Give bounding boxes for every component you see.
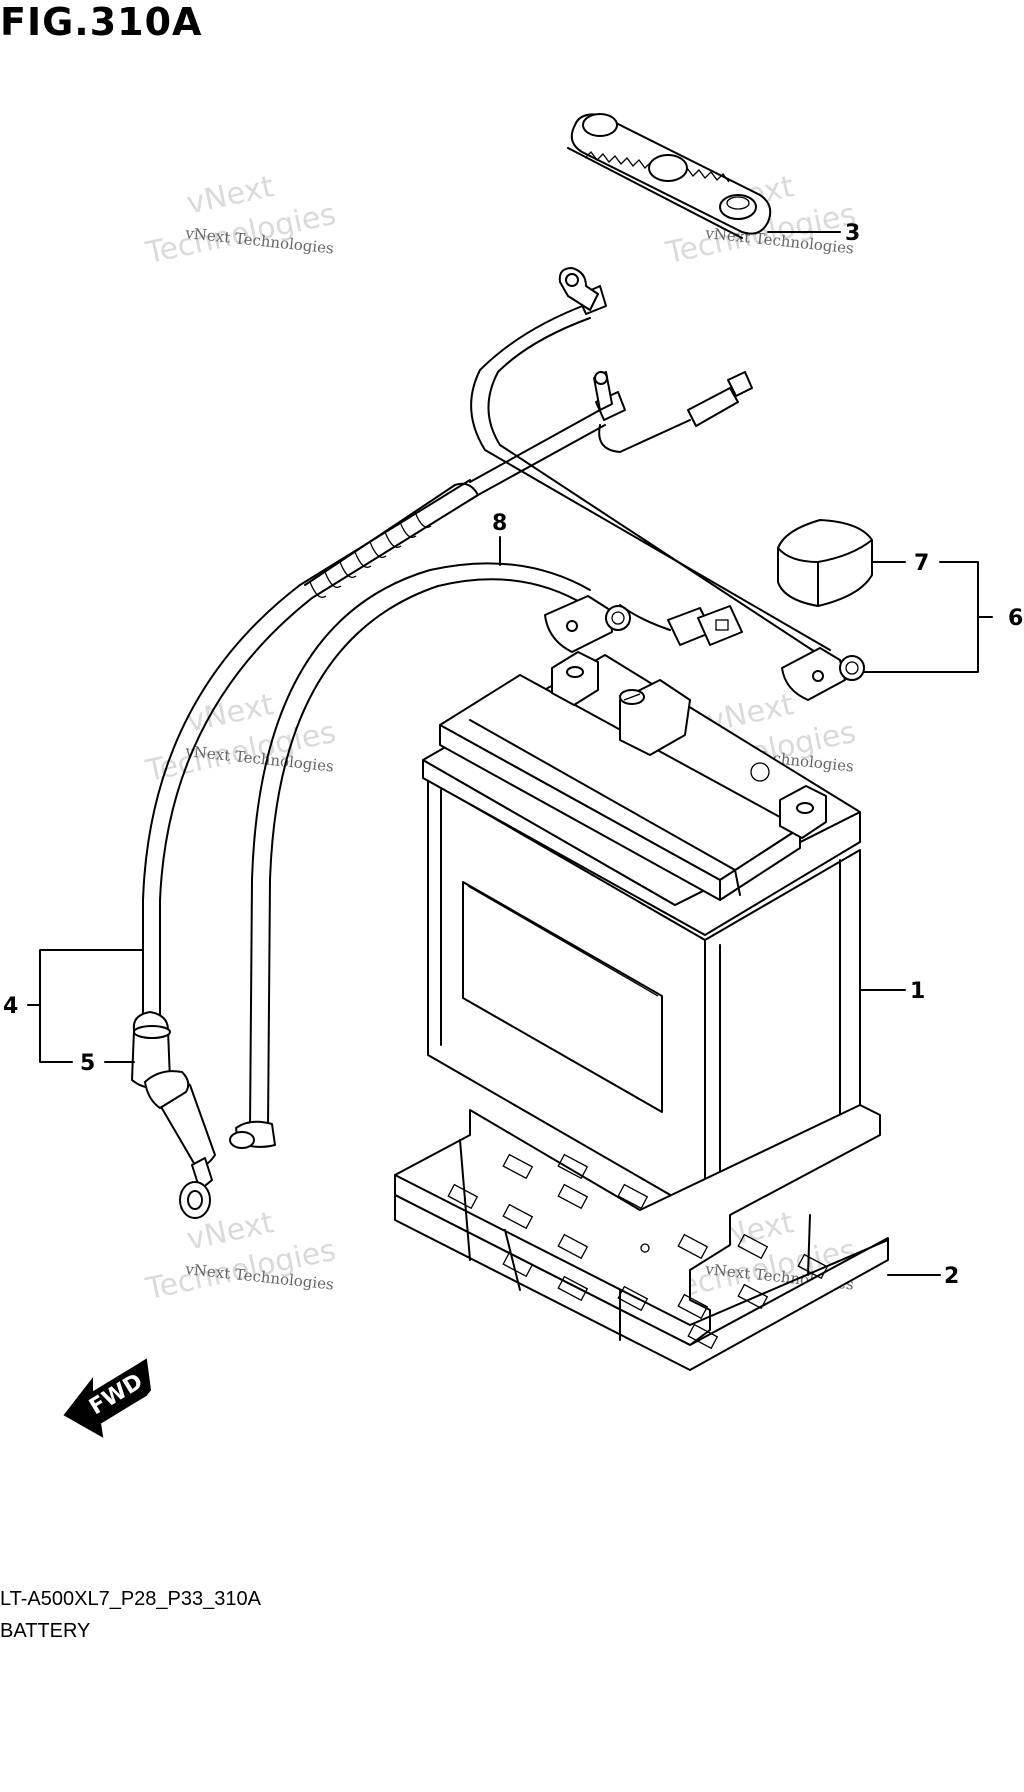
- callout-6: 6: [1008, 606, 1023, 631]
- battery-band-part: [567, 113, 772, 239]
- callout-3: 3: [845, 221, 860, 246]
- callout-8: 8: [492, 511, 507, 536]
- fwd-direction-arrow: FWD: [63, 1358, 152, 1438]
- battery-part: [422, 651, 861, 1216]
- negative-cable-part: [131, 371, 753, 1219]
- sub-cable-part: [229, 562, 743, 1149]
- positive-cable-part: [470, 267, 865, 701]
- callout-5: 5: [80, 1051, 95, 1076]
- callout-7: 7: [914, 551, 929, 576]
- figure-title: FIG.310A: [0, 0, 203, 44]
- model-code: LT-A500XL7_P28_P33_310A: [0, 1588, 261, 1610]
- leader-lines: [27, 231, 993, 1276]
- battery-tray-part: [394, 1104, 889, 1371]
- figure-caption: BATTERY: [0, 1620, 91, 1642]
- terminal-cover-part: [777, 519, 873, 607]
- callout-4: 4: [3, 994, 18, 1019]
- callout-2: 2: [944, 1264, 959, 1289]
- callout-1: 1: [910, 979, 925, 1004]
